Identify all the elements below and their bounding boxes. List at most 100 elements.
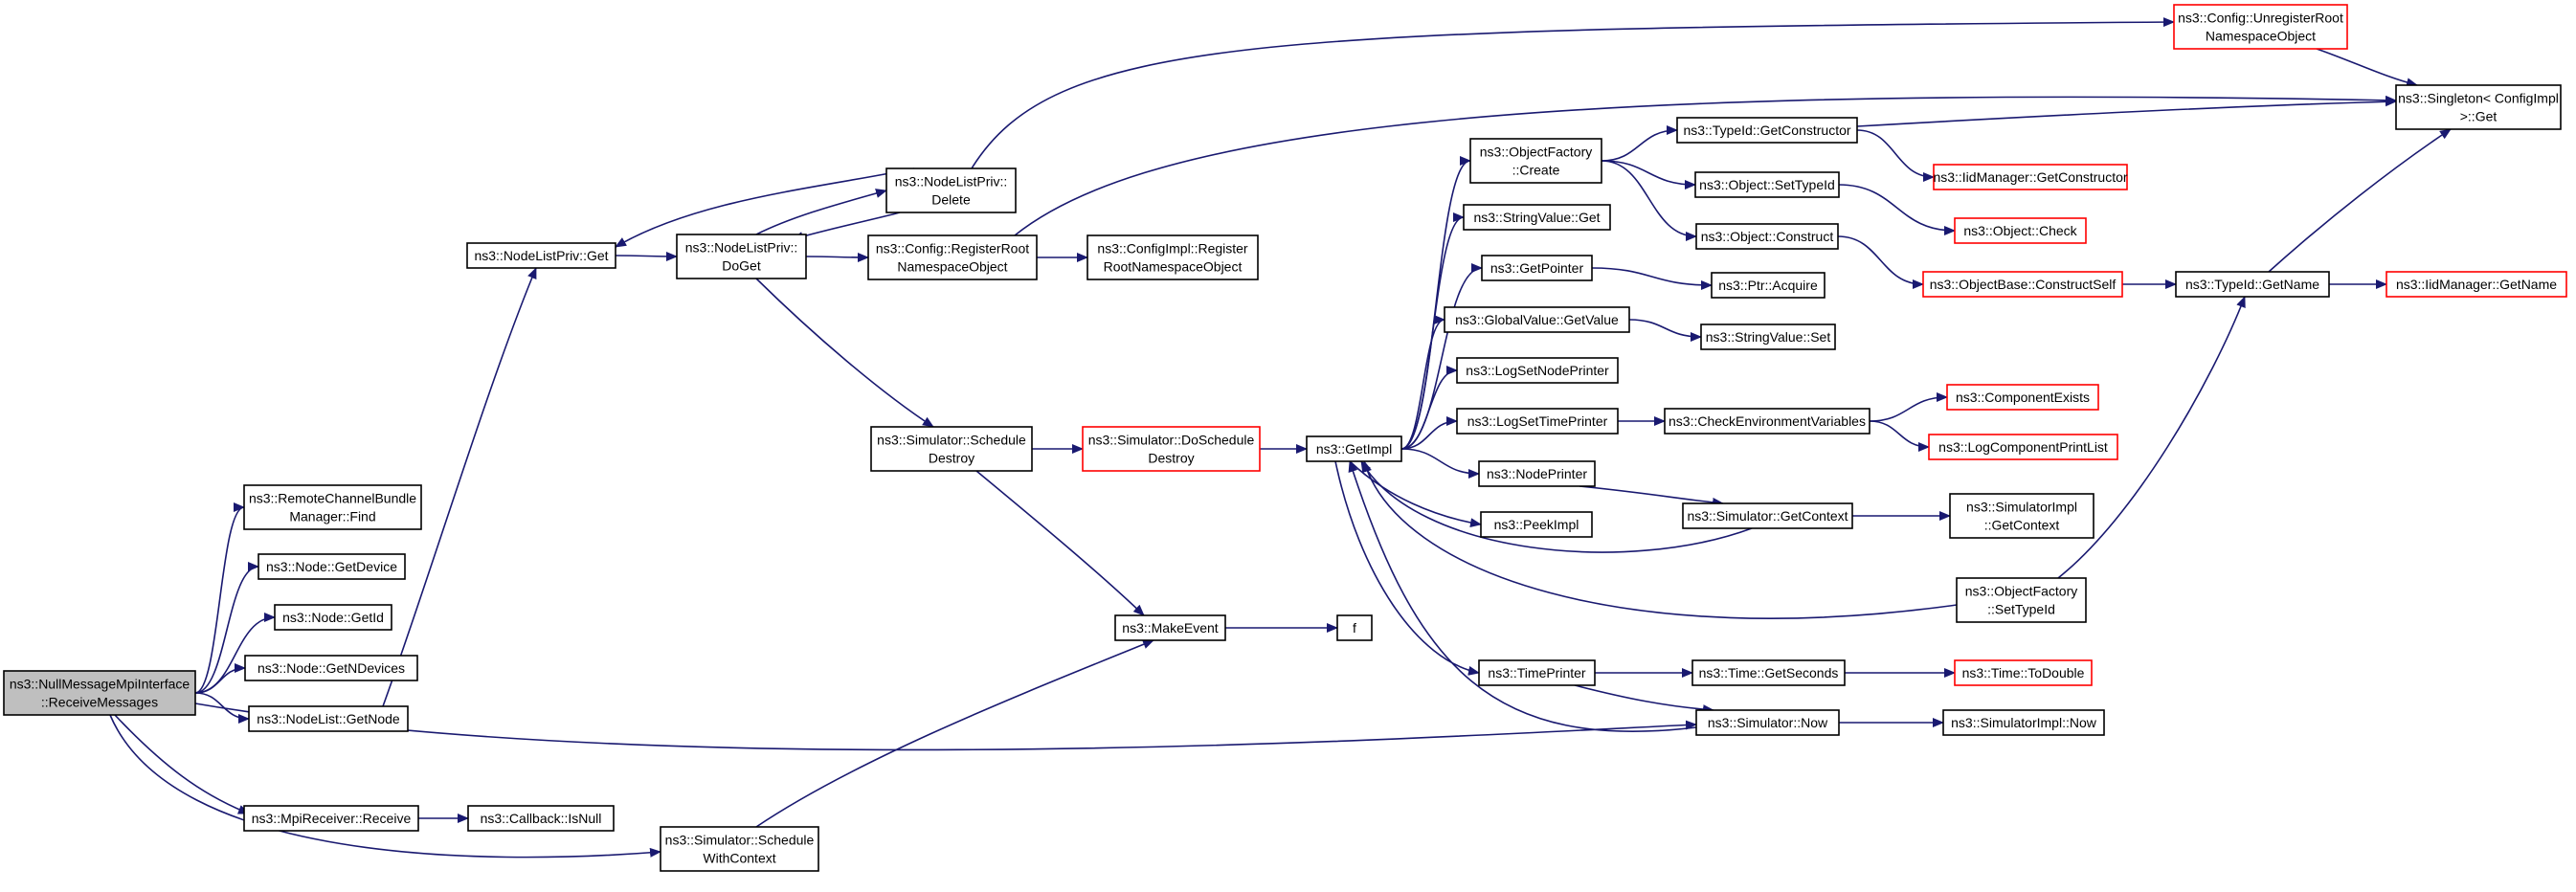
edge-getimpl-to-globalvalue_getvalue [1400,315,1445,450]
edge-objfactory_create-to-object_settypeid [1601,160,1696,190]
node-object-settypeid[interactable]: ns3::Object::SetTypeId [1694,171,1840,198]
node-nlp-doget[interactable]: ns3::NodeListPriv::DoGet [676,234,807,279]
node-label: >::Get [2460,109,2498,124]
node-label: ns3::Ptr::Acquire [1718,278,1818,293]
node-label: ns3::ObjectFactory [1965,584,2078,599]
edge-object_settypeid-to-object_check [1838,184,1956,235]
node-label: ns3::LogSetNodePrinter [1466,363,1609,378]
edge-objfactory_create-to-object_construct [1601,160,1697,241]
node-f[interactable]: f [1336,614,1373,641]
node-objfactory-create[interactable]: ns3::ObjectFactory::Create [1469,138,1602,184]
node-logsetnodeprinter[interactable]: ns3::LogSetNodePrinter [1456,357,1619,384]
node-label: ns3::StringValue::Get [1473,210,1600,225]
node-stringvalue-set[interactable]: ns3::StringValue::Set [1700,323,1836,350]
edge-typeid_getconstructor-to-singleton_get [1856,97,2397,127]
node-singleton-get[interactable]: ns3::Singleton< ConfigImpl >::Get [2395,84,2562,130]
node-label: ns3::Time::GetSeconds [1699,665,1839,680]
node-label: ns3::StringValue::Set [1706,329,1831,345]
node-nodelist-getnode[interactable]: ns3::NodeList::GetNode [248,705,409,732]
node-label: ns3::Singleton< ConfigImpl [2398,91,2559,106]
node-label: ns3::CheckEnvironmentVariables [1669,413,1866,429]
node-label: ns3::GetPointer [1490,260,1584,276]
node-label: ns3::Simulator::DoSchedule [1088,433,1255,448]
node-objectbase-constructself[interactable]: ns3::ObjectBase::ConstructSelf [1922,271,2123,298]
node-stringvalue-get[interactable]: ns3::StringValue::Get [1463,204,1611,231]
node-iidmanager-getconstructor[interactable]: ns3::IidManager::GetConstructor [1933,164,2128,190]
node-makeevent[interactable]: ns3::MakeEvent [1114,614,1226,641]
edge-root-to-rcbm_find [194,502,245,694]
node-ptr-acquire[interactable]: ns3::Ptr::Acquire [1711,272,1826,299]
node-typeid-getname[interactable]: ns3::TypeId::GetName [2175,271,2330,298]
node-label: ns3::SimulatorImpl::Now [1951,715,2097,730]
node-label: ns3::Node::GetNDevices [258,660,405,676]
edge-root-to-node_getndevices [194,663,246,694]
node-globalvalue-getvalue[interactable]: ns3::GlobalValue::GetValue [1444,306,1630,333]
node-nlp-get[interactable]: ns3::NodeListPriv::Get [466,242,616,269]
node-simimpl-now[interactable]: ns3::SimulatorImpl::Now [1942,709,2105,736]
node-label: ns3::NodeList::GetNode [257,711,400,726]
node-getimpl[interactable]: ns3::GetImpl [1306,435,1402,462]
node-componentexists[interactable]: ns3::ComponentExists [1946,384,2099,411]
node-label: f [1353,620,1356,636]
node-label: ns3::IidManager::GetConstructor [1933,169,2127,185]
edge-cfg_registerroot-to-singleton_get [1014,95,2397,236]
edge-checkenvvars-to-componentexists [1869,392,1948,422]
node-label: WithContext [703,851,775,866]
node-label: ns3::Simulator::Now [1708,715,1828,730]
node-getpointer[interactable]: ns3::GetPointer [1481,255,1593,281]
edge-sim_now-to-getimpl [1348,460,1697,732]
node-time-todouble[interactable]: ns3::Time::ToDouble [1954,659,2093,686]
node-typeid-getconstructor[interactable]: ns3::TypeId::GetConstructor [1676,117,1858,144]
node-node-getndevices[interactable]: ns3::Node::GetNDevices [244,655,418,681]
edge-nlp_delete-to-nlp_get [615,167,915,248]
node-simimpl-getcontext[interactable]: ns3::SimulatorImpl::GetContext [1949,493,2094,539]
node-label: RootNamespaceObject [1104,259,1243,275]
node-node-getdevice[interactable]: ns3::Node::GetDevice [258,553,406,580]
node-label: ::Create [1512,163,1560,178]
node-objfactory-settypeid[interactable]: ns3::ObjectFactory::SetTypeId [1956,577,2087,623]
node-root[interactable]: ns3::NullMessageMpiInterface::ReceiveMes… [3,670,196,716]
node-mpireceiver-receive[interactable]: ns3::MpiReceiver::Receive [243,805,419,832]
node-label: ns3::Object::SetTypeId [1699,177,1835,192]
node-object-construct[interactable]: ns3::Object::Construct [1695,223,1839,250]
edge-nlp_doget-to-nlp_delete [755,189,887,235]
node-nodeprinter[interactable]: ns3::NodePrinter [1478,460,1596,487]
node-peekimpl[interactable]: ns3::PeekImpl [1480,511,1593,538]
node-label: ns3::Callback::IsNull [481,811,602,826]
edge-nlp_doget-to-cfg_registerroot [805,252,869,262]
edge-object_construct-to-objectbase_constructself [1837,235,1924,289]
node-callback-isnull[interactable]: ns3::Callback::IsNull [467,805,615,832]
edge-objfactory_settypeid-to-getimpl [1362,460,1958,619]
node-cfg-unregisterroot[interactable]: ns3::Config::UnregisterRootNamespaceObje… [2173,4,2348,50]
node-checkenvvars[interactable]: ns3::CheckEnvironmentVariables [1664,408,1870,435]
node-label: ns3::Config::RegisterRoot [876,241,1029,256]
node-object-check[interactable]: ns3::Object::Check [1954,217,2087,244]
node-node-getid[interactable]: ns3::Node::GetId [274,604,392,631]
node-logsettimeprinter[interactable]: ns3::LogSetTimePrinter [1456,408,1619,435]
node-label: ns3::Simulator::Schedule [877,433,1026,448]
node-sim-now[interactable]: ns3::Simulator::Now [1695,709,1840,736]
edge-getimpl-to-nodeprinter [1400,448,1480,479]
node-timeprinter[interactable]: ns3::TimePrinter [1478,659,1596,686]
node-time-getseconds[interactable]: ns3::Time::GetSeconds [1691,659,1846,686]
edge-getpointer-to-ptr_acquire [1591,267,1713,290]
node-nlp-delete[interactable]: ns3::NodeListPriv::Delete [885,167,1017,213]
node-cfgimpl-registerroot[interactable]: ns3::ConfigImpl::RegisterRootNamespaceOb… [1086,234,1259,280]
node-label: ::SetTypeId [1987,602,2055,617]
node-label: ns3::ObjectFactory [1480,145,1593,160]
edge-sim_scheduledestroy-to-makeevent [975,470,1145,616]
node-label: ns3::Simulator::Schedule [665,833,815,848]
node-logcomponentprintlist[interactable]: ns3::LogComponentPrintList [1928,434,2118,460]
node-iidmanager-getname[interactable]: ns3::IidManager::GetName [2386,271,2567,298]
edge-getimpl-to-stringvalue_get [1400,212,1465,450]
edge-objfactory_create-to-typeid_getconstructor [1601,125,1678,162]
node-label: ns3::NodeListPriv:: [685,240,798,256]
edge-globalvalue_getvalue-to-stringvalue_set [1628,319,1702,342]
edge-cfg_unregisterroot-to-singleton_get [2316,48,2418,88]
node-sim-getcontext[interactable]: ns3::Simulator::GetContext [1682,502,1853,529]
